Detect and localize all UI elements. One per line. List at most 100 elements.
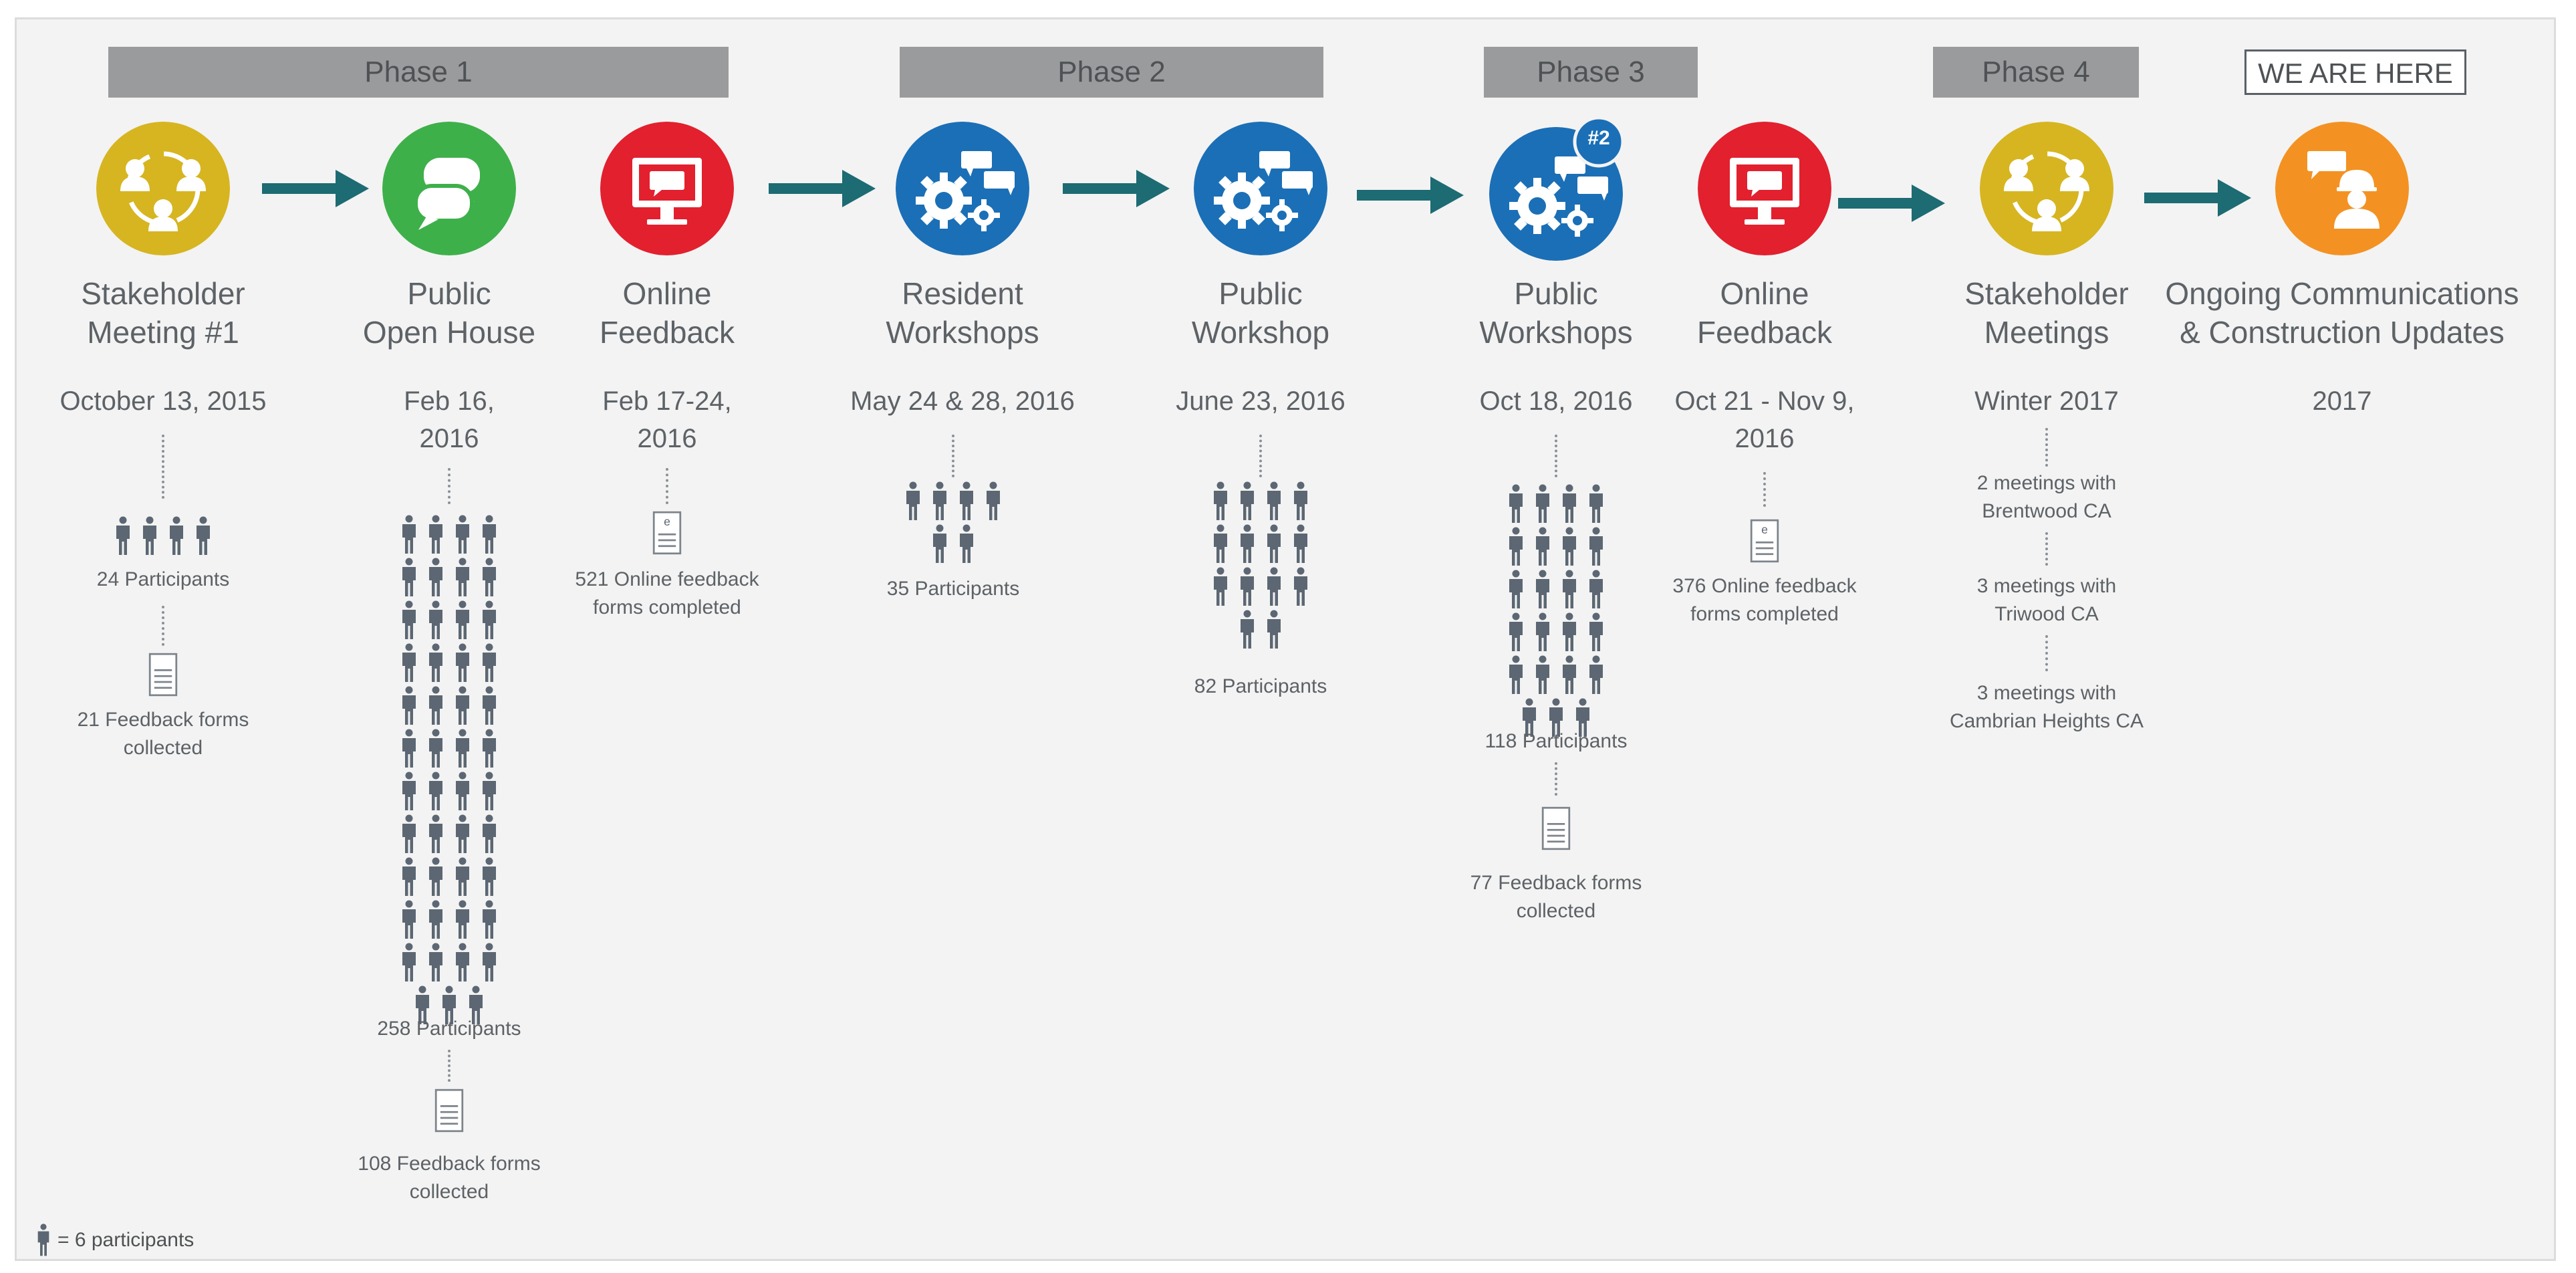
feedback-form-icon [434, 1088, 464, 1133]
person-icon [1504, 612, 1528, 653]
person-icon [450, 558, 475, 598]
stakeholder-meeting-icon [96, 122, 230, 255]
person-icon [397, 686, 421, 726]
person-icon [477, 686, 501, 726]
person-icon [424, 600, 448, 641]
gears-icon [896, 122, 1029, 255]
stage-1-dots-b [162, 606, 164, 646]
person-icon [1584, 655, 1608, 695]
person-icon [477, 900, 501, 940]
person-icon [397, 772, 421, 812]
stage-9-title: Ongoing Communications& Construction Upd… [2165, 276, 2519, 350]
person-icon [424, 515, 448, 555]
stage-1-participant-icons [111, 516, 215, 559]
person-icon [1531, 570, 1555, 610]
person-icon [1504, 655, 1528, 695]
person-icon [1557, 527, 1581, 567]
stage-7-date: Oct 21 - Nov 9,2016 [1674, 386, 1855, 453]
gears-icon [1194, 122, 1327, 255]
person-icon [450, 600, 475, 641]
online-form-icon [652, 511, 682, 555]
person-icon [1584, 612, 1608, 653]
person-icon [1262, 567, 1286, 607]
person-icon [397, 643, 421, 683]
person-icon [1208, 567, 1233, 607]
person-icon [424, 686, 448, 726]
person-icon [450, 643, 475, 683]
stage-5-participant-icons [1208, 481, 1313, 653]
computer-monitor-icon [600, 122, 734, 255]
person-icon [1262, 610, 1286, 650]
phase-1-bar: Phase 1 [108, 47, 729, 98]
person-icon [1289, 567, 1313, 607]
stage-8-dots-a [2045, 428, 2048, 467]
person-icon [450, 900, 475, 940]
person-icon [450, 515, 475, 555]
person-icon [111, 516, 135, 556]
stage-2-participant-icons [397, 515, 501, 1028]
person-icon [424, 814, 448, 854]
stage-4-participants: 35 Participants [886, 578, 1020, 600]
person-icon [450, 857, 475, 897]
person-icon [1235, 567, 1259, 607]
stage-8-date: Winter 2017 [1974, 386, 2119, 416]
person-icon [1289, 481, 1313, 522]
person-icon [424, 900, 448, 940]
stage-4-date: May 24 & 28, 2016 [850, 386, 1075, 416]
person-icon [477, 729, 501, 769]
person-icon [477, 814, 501, 854]
person-icon [928, 524, 952, 564]
person-icon [477, 558, 501, 598]
person-icon [901, 481, 925, 522]
person-icon [1531, 484, 1555, 524]
stage-1-date: October 13, 2015 [59, 386, 267, 416]
stage-2-dots-a [448, 468, 450, 504]
person-icon [397, 900, 421, 940]
person-icon [1531, 527, 1555, 567]
person-icon [138, 516, 162, 556]
arrow-4 [1357, 177, 1464, 214]
person-icon [477, 600, 501, 641]
person-icon [477, 772, 501, 812]
stage-2-dots-b [448, 1050, 450, 1082]
we-are-here-label: WE ARE HERE [2244, 49, 2466, 95]
badge-icon [1573, 116, 1625, 168]
feedback-form-icon [1541, 806, 1571, 850]
person-icon [450, 686, 475, 726]
person-icon [928, 481, 952, 522]
arrow-3 [1063, 170, 1170, 207]
stage-2-participants: 258 Participants [377, 1018, 521, 1040]
person-icon [1235, 481, 1259, 522]
person-icon [1557, 570, 1581, 610]
speech-bubbles-icon [382, 122, 516, 255]
person-icon [164, 516, 188, 556]
person-icon [477, 643, 501, 683]
person-icon [477, 515, 501, 555]
arrow-5 [1838, 185, 1945, 222]
stakeholder-meeting-icon [1980, 122, 2113, 255]
person-icon [450, 814, 475, 854]
stage-5-dots [1259, 435, 1262, 477]
person-icon [450, 943, 475, 983]
arrow-2 [769, 170, 876, 207]
person-icon [477, 857, 501, 897]
stage-5-participants: 82 Participants [1194, 675, 1327, 697]
person-icon [1235, 610, 1259, 650]
person-icon [424, 643, 448, 683]
person-legend-icon [33, 1224, 53, 1257]
person-icon [450, 729, 475, 769]
person-icon [1235, 524, 1259, 564]
workshop-number-badge: #2 [1587, 127, 1610, 149]
person-icon [1504, 484, 1528, 524]
person-icon [981, 481, 1005, 522]
legend-label: = 6 participants [57, 1229, 195, 1251]
stage-9-date: 2017 [2312, 386, 2372, 416]
person-icon [1289, 524, 1313, 564]
